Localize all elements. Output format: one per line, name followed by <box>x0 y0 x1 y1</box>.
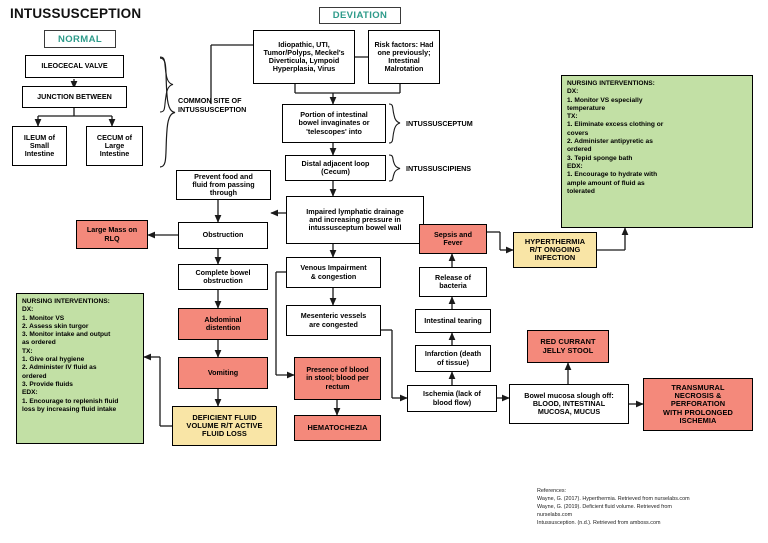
label-intussuscipiens: INTUSSUSCIPIENS <box>406 164 472 173</box>
node-release-bacteria: Release of bacteria <box>419 267 487 297</box>
node-sepsis-fever: Sepsis and Fever <box>419 224 487 254</box>
node-infarction: Infarction (death of tissue) <box>415 345 491 372</box>
node-invagination: Portion of intestinal bowel invaginates … <box>282 104 386 143</box>
node-large-mass: Large Mass on RLQ <box>76 220 148 249</box>
node-transmural-necrosis: TRANSMURAL NECROSIS & PERFORATION WITH P… <box>643 378 753 431</box>
node-distal-loop: Distal adjacent loop (Cecum) <box>285 155 386 181</box>
node-hyperthermia: HYPERTHERMIA R/T ONGOING INFECTION <box>513 232 597 268</box>
node-prevent-food: Prevent food and fluid from passing thro… <box>176 170 271 200</box>
tag-deviation: DEVIATION <box>319 7 401 24</box>
node-deficient-fluid: DEFICIENT FLUID VOLUME R/T ACTIVE FLUID … <box>172 406 277 446</box>
node-impaired-lymphatic: Impaired lymphatic drainage and increasi… <box>286 196 424 244</box>
node-ileum: ILEUM of Small Intestine <box>12 126 67 166</box>
node-intestinal-tearing: Intestinal tearing <box>415 309 491 333</box>
node-mesenteric-vessels: Mesenteric vessels are congested <box>286 305 381 336</box>
page-title: INTUSSUSCEPTION <box>10 6 142 21</box>
node-complete-obstruction: Complete bowel obstruction <box>178 264 268 290</box>
node-cecum: CECUM of Large Intestine <box>86 126 143 166</box>
node-blood-in-stool: Presence of blood in stool; blood per re… <box>294 357 381 400</box>
node-bowel-mucosa: Bowel mucosa slough off: BLOOD, INTESTIN… <box>509 384 629 424</box>
node-venous-impairment: Venous Impairment & congestion <box>286 257 381 288</box>
nursing-interventions-fluid: NURSING INTERVENTIONS: DX: 1. Monitor VS… <box>16 293 144 444</box>
node-ischemia: Ischemia (lack of blood flow) <box>407 385 497 412</box>
nursing-interventions-hyperthermia: NURSING INTERVENTIONS: DX: 1. Monitor VS… <box>561 75 753 228</box>
references-text: References: Wayne, G. (2017). Hypertherm… <box>537 488 690 527</box>
tag-normal: NORMAL <box>44 30 116 48</box>
node-obstruction: Obstruction <box>178 222 268 249</box>
node-causes: Idiopathic, UTI, Tumor/Polyps, Meckel's … <box>253 30 355 84</box>
node-ileocecal-valve: ILEOCECAL VALVE <box>25 55 124 78</box>
node-red-currant: RED CURRANT JELLY STOOL <box>527 330 609 363</box>
node-junction-between: JUNCTION BETWEEN <box>22 86 127 108</box>
node-risk-factors: Risk factors: Had one previously; Intest… <box>368 30 440 84</box>
node-abdominal-distention: Abdominal distention <box>178 308 268 340</box>
node-vomiting: Vomiting <box>178 357 268 389</box>
label-intussusceptum: INTUSSUSCEPTUM <box>406 119 473 128</box>
node-hematochezia: HEMATOCHEZIA <box>294 415 381 441</box>
label-common-site: COMMON SITE OF INTUSSUSCEPTION <box>178 96 247 114</box>
